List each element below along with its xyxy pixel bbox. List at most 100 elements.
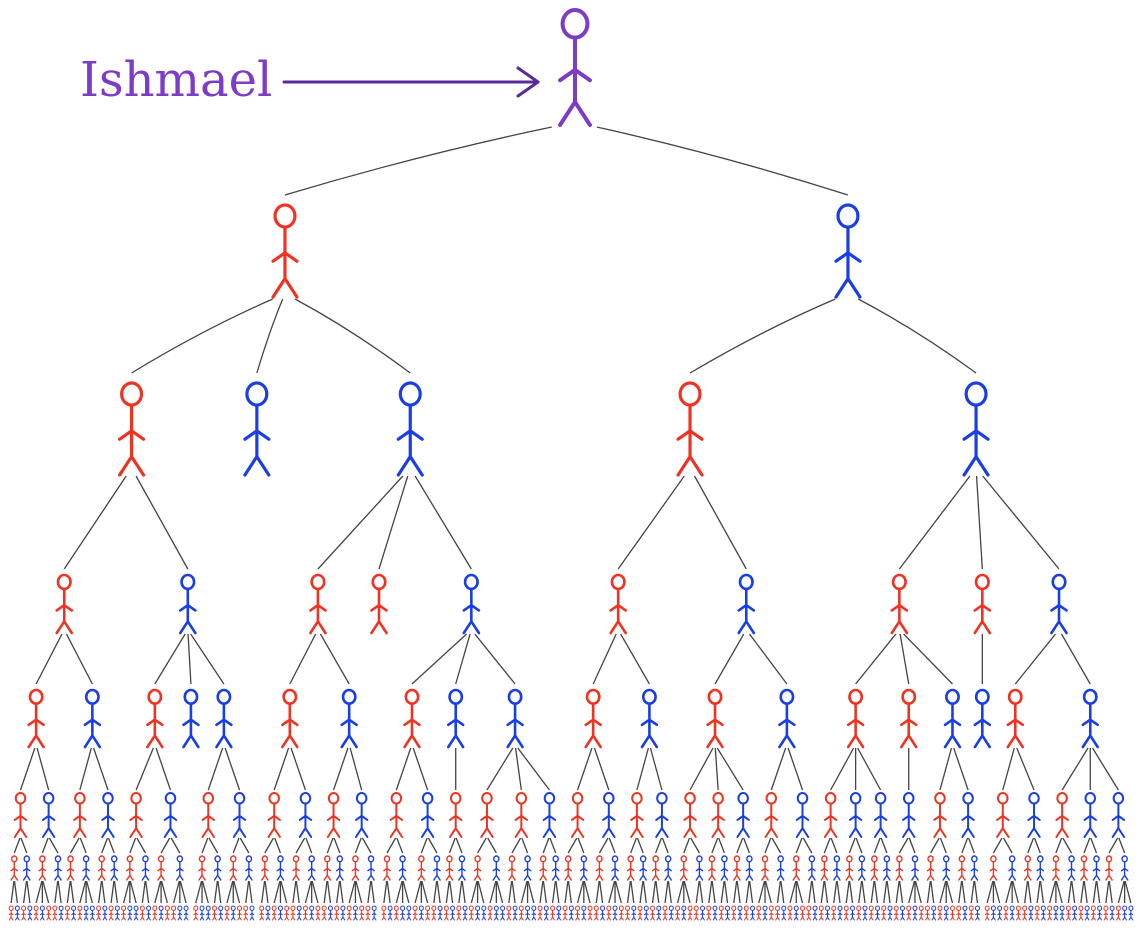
tree-edge xyxy=(939,747,953,791)
tree-edge xyxy=(823,837,831,854)
stick-figure-icon xyxy=(508,855,516,881)
stick-figure-icon xyxy=(989,855,998,881)
tree-edge xyxy=(386,837,397,854)
tree-edge xyxy=(593,747,610,791)
tree-edge xyxy=(1027,880,1032,904)
stick-figure-icon xyxy=(334,905,340,921)
tree-edge xyxy=(289,633,317,685)
stick-figure-icon xyxy=(101,792,115,838)
tree-edge xyxy=(170,837,181,854)
stick-figure-icon xyxy=(639,855,647,881)
tree-edge xyxy=(35,633,63,685)
tree-edge xyxy=(477,837,487,854)
stick-figure-icon xyxy=(745,855,754,881)
tree-edge xyxy=(661,837,669,854)
tree-edge xyxy=(883,880,888,904)
stick-figure-icon xyxy=(820,855,829,881)
tree-edge xyxy=(639,880,644,904)
stick-figure-icon xyxy=(787,905,793,921)
tree-edge xyxy=(20,837,28,854)
tree-edge xyxy=(154,880,162,904)
stick-figure-icon xyxy=(249,905,255,921)
stick-figure-icon xyxy=(733,855,741,881)
stick-figure-icon xyxy=(643,905,649,921)
tree-edge xyxy=(873,837,881,854)
arrow-right-icon xyxy=(282,66,540,98)
stick-figure-icon xyxy=(537,905,543,921)
tree-edge xyxy=(421,880,429,904)
tree-edge xyxy=(427,837,438,854)
tree-edge xyxy=(101,837,109,854)
stick-figure-icon xyxy=(110,855,119,881)
stick-figure-icon xyxy=(996,792,1010,838)
stick-figure-icon xyxy=(1111,792,1126,838)
tree-edge xyxy=(48,837,59,854)
stick-figure-icon xyxy=(506,688,524,749)
tree-edge xyxy=(521,837,529,854)
tree-edge xyxy=(542,880,547,904)
tree-edge xyxy=(201,880,209,904)
tree-edge xyxy=(136,837,147,854)
stick-figure-icon xyxy=(141,855,150,881)
stick-figure-icon xyxy=(681,905,687,921)
stick-figure-icon xyxy=(539,855,548,881)
stick-figure-icon xyxy=(883,855,891,881)
tree-edge xyxy=(993,880,1001,904)
tree-edge xyxy=(172,880,180,904)
tree-edge xyxy=(248,880,253,904)
tree-edge xyxy=(789,880,797,904)
stick-figure-icon xyxy=(525,905,531,921)
tree-edge xyxy=(226,880,234,904)
tree-edge xyxy=(567,880,572,904)
stick-figure-icon xyxy=(743,905,749,921)
tree-edge xyxy=(13,880,19,904)
tree-edge xyxy=(718,837,726,854)
tree-edge xyxy=(19,747,36,791)
tree-edge xyxy=(1092,880,1097,904)
stick-figure-icon xyxy=(655,792,669,838)
tree-edge xyxy=(326,837,334,854)
tree-edge xyxy=(958,880,963,904)
stick-figure-icon xyxy=(315,905,321,921)
tree-edge xyxy=(1118,837,1126,854)
tree-edge xyxy=(292,880,297,904)
stick-figure-icon xyxy=(1128,905,1134,921)
tree-edge xyxy=(264,880,269,904)
stick-figure-icon xyxy=(558,7,592,127)
stick-figure-icon xyxy=(152,905,158,921)
tree-edge xyxy=(514,747,522,791)
stick-figure-icon xyxy=(518,905,524,921)
stick-figure-icon xyxy=(118,381,146,477)
tree-edge xyxy=(305,837,313,854)
tree-edge xyxy=(982,475,1060,570)
stick-figure-icon xyxy=(381,905,387,921)
tree-edge xyxy=(780,880,785,904)
stick-figure-icon xyxy=(543,905,549,921)
tree-edge xyxy=(592,633,617,685)
tree-edge xyxy=(714,747,719,791)
stick-figure-icon xyxy=(448,792,463,838)
tree-edge xyxy=(355,880,363,904)
tree-edge xyxy=(79,747,92,791)
tree-edge xyxy=(1091,747,1119,791)
tree-edge xyxy=(517,747,550,791)
stick-figure-icon xyxy=(1092,855,1101,881)
tree-edge xyxy=(614,880,622,904)
stick-figure-icon xyxy=(462,573,481,635)
stick-figure-icon xyxy=(1120,855,1129,881)
tree-edge xyxy=(217,880,222,904)
stick-figure-icon xyxy=(602,792,616,838)
stick-figure-icon xyxy=(949,905,955,921)
tree-edge xyxy=(448,837,456,854)
stick-figure-icon xyxy=(764,792,778,838)
tree-edge xyxy=(261,880,266,904)
tree-edge xyxy=(961,880,966,904)
stick-figure-icon xyxy=(352,905,358,921)
tree-edge xyxy=(455,837,463,854)
tree-edge xyxy=(1067,880,1072,904)
tree-edge xyxy=(961,837,969,854)
stick-figure-icon xyxy=(575,905,581,921)
stick-figure-icon xyxy=(1059,905,1065,921)
stick-figure-icon xyxy=(1065,905,1071,921)
tree-edge xyxy=(1105,880,1110,904)
